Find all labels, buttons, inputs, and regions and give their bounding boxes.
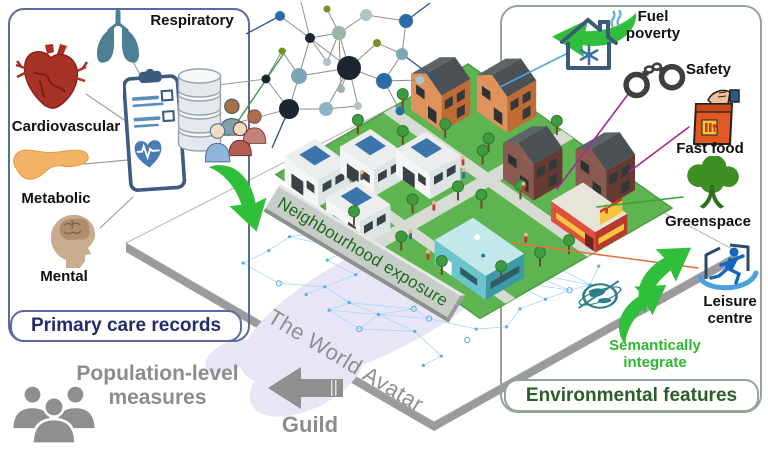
semantically-integrate-label: Semantically integrate — [609, 337, 701, 371]
mental-label: Mental — [40, 268, 88, 285]
brain-icon — [44, 210, 102, 275]
integrate-arrow-lower — [619, 285, 667, 345]
tree-icon — [680, 155, 744, 223]
guild-label: Guild — [281, 412, 339, 437]
safety-label: Safety — [686, 61, 732, 78]
integrate-arrow-upper — [638, 247, 692, 314]
knowledge-graph — [217, 1, 438, 149]
fast-food-line — [628, 126, 690, 173]
fast-food-bag-icon — [686, 88, 744, 153]
metabolic-label: Metabolic — [21, 190, 91, 207]
cardiovascular-label: Cardiovascular — [11, 118, 121, 135]
fuel-poverty-house-icon — [556, 9, 624, 83]
leisure-runner-icon — [696, 240, 760, 303]
globe-logo-icon — [577, 280, 622, 309]
pancreas-icon — [8, 140, 92, 195]
environmental-title: Environmental features — [504, 379, 759, 412]
population-measures-label: Population-level measures — [76, 362, 239, 409]
greenspace-line — [596, 196, 684, 208]
handcuffs-icon — [620, 56, 690, 105]
greenspace-label: Greenspace — [665, 213, 751, 230]
patients-group-icon — [204, 94, 269, 173]
leisure-centre-label: Leisure centre — [703, 293, 757, 327]
fuel-poverty-line — [499, 53, 567, 88]
guild-arrow — [268, 367, 343, 409]
safety-line — [556, 92, 630, 190]
isometric-city — [274, 57, 674, 320]
records-to-platform-arrow — [208, 165, 267, 232]
fuel-poverty-label: Fuel poverty — [625, 8, 681, 42]
integrate-arrow-top — [552, 12, 637, 58]
heart-icon — [12, 42, 90, 123]
respiratory-label: Respiratory — [150, 12, 234, 29]
green-arrows — [208, 12, 692, 345]
population-group-icon — [8, 382, 102, 449]
fast-food-label: Fast food — [676, 140, 744, 157]
primary-care-title: Primary care records — [10, 310, 242, 342]
lungs-icon — [92, 10, 144, 69]
